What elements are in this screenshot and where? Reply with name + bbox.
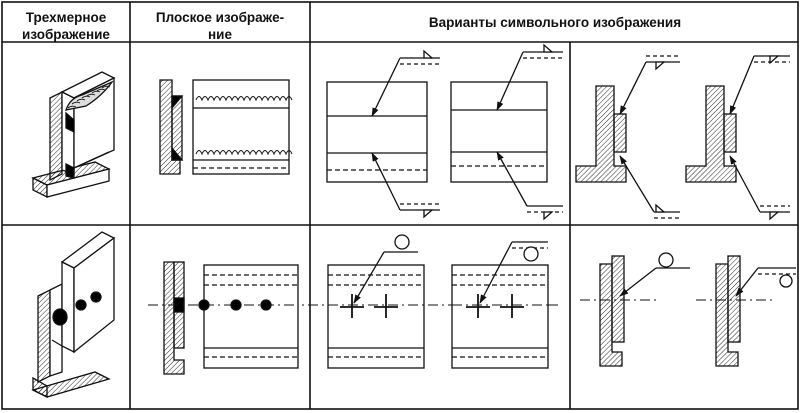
header-3d-line1: Трехмерное (25, 10, 107, 25)
spot-symbol-variant-3 (580, 252, 690, 367)
fillet-symbol-variant-3 (575, 55, 680, 219)
header-flat-line2: ние (208, 27, 232, 42)
spot-symbol-variant-4 (696, 255, 796, 367)
fillet-symbol-variant-4 (685, 55, 790, 221)
fillet-symbol-variant-2 (450, 43, 563, 221)
header-flat-line1: Плоское изображе- (155, 10, 285, 25)
header-symbol-variants: Варианты символьного изображения (312, 14, 798, 31)
header-flat-view: Плоское изображе- ние (131, 9, 309, 43)
spot-flat-drawing (148, 261, 560, 375)
spot-symbol-variant-2 (451, 241, 549, 369)
header-variants-line1: Варианты символьного изображения (428, 15, 682, 30)
spot-3d-drawing (31, 231, 116, 399)
fillet-flat-drawing (159, 79, 293, 175)
header-3d-line2: изображение (22, 27, 110, 42)
header-3d-view: Трехмерное изображение (2, 9, 130, 43)
spot-symbol-variant-1 (327, 234, 425, 369)
fillet-symbol-variant-1 (326, 49, 440, 219)
fillet-3d-drawing (31, 71, 116, 199)
